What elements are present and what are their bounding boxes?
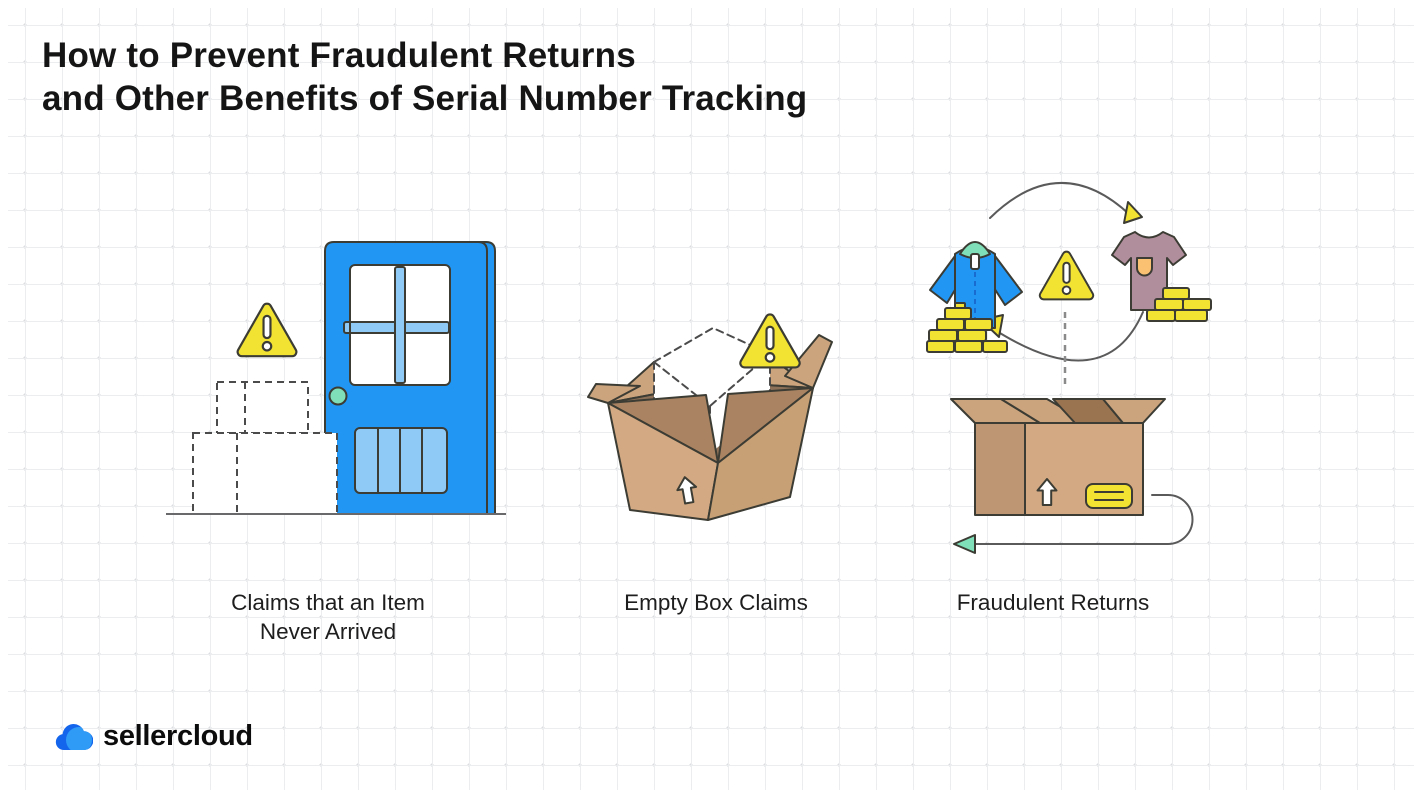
section-label-never-arrived: Claims that an Item Never Arrived xyxy=(231,590,425,644)
money-stack-icon xyxy=(926,302,1008,353)
door-window xyxy=(349,264,451,386)
missing-packages-icon xyxy=(192,381,338,515)
tshirt-icon xyxy=(1111,231,1187,311)
warning-icon xyxy=(236,302,298,358)
sellercloud-cloud-icon xyxy=(55,723,93,750)
jacket-icon xyxy=(929,241,1023,329)
warning-icon xyxy=(1038,250,1095,301)
doorknob-icon xyxy=(328,386,348,406)
section-label-empty-box: Empty Box Claims xyxy=(624,590,808,615)
logo-wordmark: sellercloud xyxy=(103,720,253,752)
title-line-2: and Other Benefits of Serial Number Trac… xyxy=(42,79,808,118)
money-stack-icon xyxy=(1146,287,1212,322)
sellercloud-logo: sellercloud xyxy=(55,720,253,753)
return-arrow-icon xyxy=(953,494,1194,554)
warning-icon xyxy=(739,313,801,369)
fraudulent-returns-illustration xyxy=(926,182,1212,554)
title-line-1: How to Prevent Fraudulent Returns xyxy=(42,36,636,75)
empty-box-illustration xyxy=(587,313,833,521)
section-label-fraudulent-returns: Fraudulent Returns xyxy=(956,590,1150,615)
shipping-label-icon xyxy=(1085,483,1133,509)
never-arrived-illustration xyxy=(166,241,506,515)
return-box-icon xyxy=(950,398,1166,516)
page-title: How to Prevent Fraudulent Returns and Ot… xyxy=(42,34,807,120)
open-box-icon xyxy=(587,334,833,521)
door-icon xyxy=(324,241,496,515)
